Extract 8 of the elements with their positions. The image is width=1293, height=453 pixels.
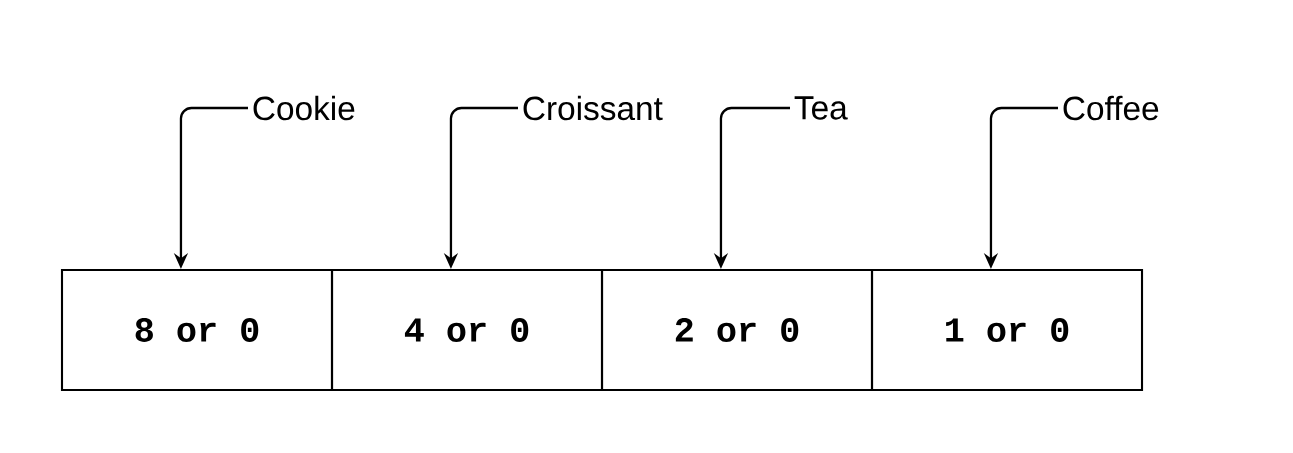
value-cell: 2 or 0: [600, 268, 874, 392]
value-cell: 1 or 0: [870, 268, 1144, 392]
item-label: Cookie: [253, 95, 355, 121]
item-label: Tea: [794, 96, 848, 120]
value-cell: 8 or 0: [60, 268, 334, 392]
value-cell: 4 or 0: [330, 268, 604, 392]
item-label: Croissant: [523, 95, 663, 121]
item-label: Coffee: [1063, 95, 1159, 121]
